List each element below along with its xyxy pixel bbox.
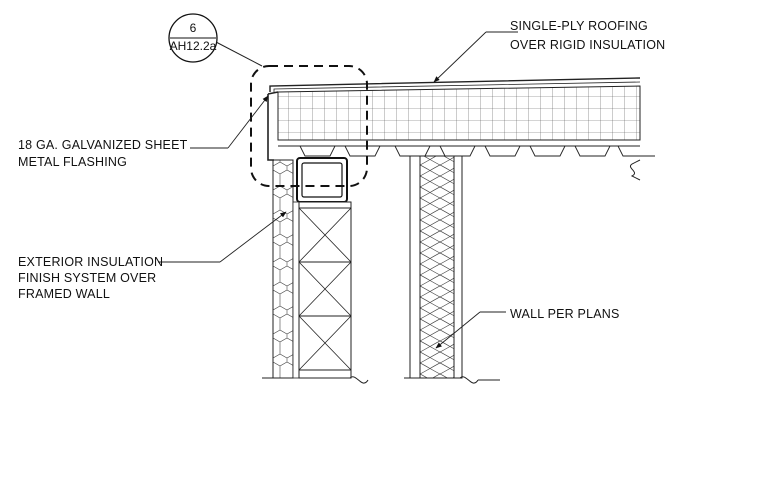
leader-flashing bbox=[190, 95, 269, 149]
callout-roofing: SINGLE-PLY ROOFING OVER RIGID INSULATION bbox=[510, 19, 665, 52]
metal-deck bbox=[278, 139, 640, 147]
sheet-metal-flashing bbox=[267, 91, 279, 161]
callout-eifs-line-1: EXTERIOR INSULATION bbox=[18, 255, 163, 269]
detail-number: 6 bbox=[190, 21, 197, 35]
detail-tag: 6 AH12.2a bbox=[168, 13, 218, 63]
callout-roofing-line-2: OVER RIGID INSULATION bbox=[510, 38, 665, 52]
steel-tube bbox=[296, 157, 348, 203]
wall-break-left bbox=[262, 376, 369, 384]
detail-sheet: AH12.2a bbox=[170, 39, 217, 53]
detail-enlargement-boundary bbox=[250, 65, 368, 187]
roof-assembly bbox=[269, 77, 655, 181]
leader-roofing bbox=[433, 31, 518, 83]
deck-flutes bbox=[299, 145, 640, 157]
leader-wall bbox=[435, 311, 506, 349]
interior-wall bbox=[409, 155, 463, 379]
callout-wall-line-1: WALL PER PLANS bbox=[510, 307, 620, 321]
callout-eifs: EXTERIOR INSULATION FINISH SYSTEM OVER F… bbox=[18, 255, 163, 301]
eifs-wall bbox=[272, 159, 352, 379]
callout-eifs-line-3: FRAMED WALL bbox=[18, 287, 110, 301]
roofing-membrane bbox=[269, 77, 641, 92]
leader-eifs bbox=[158, 211, 287, 263]
callout-flashing-line-1: 18 GA. GALVANIZED SHEET bbox=[18, 138, 188, 152]
roof-break-line bbox=[630, 155, 655, 181]
callout-roofing-line-1: SINGLE-PLY ROOFING bbox=[510, 19, 648, 33]
wall-break-right bbox=[404, 376, 500, 384]
callout-wall: WALL PER PLANS bbox=[510, 307, 620, 321]
callout-flashing-line-2: METAL FLASHING bbox=[18, 155, 127, 169]
rigid-insulation bbox=[277, 85, 641, 141]
callout-eifs-line-2: FINISH SYSTEM OVER bbox=[18, 271, 156, 285]
callout-flashing: 18 GA. GALVANIZED SHEET METAL FLASHING bbox=[18, 138, 188, 169]
